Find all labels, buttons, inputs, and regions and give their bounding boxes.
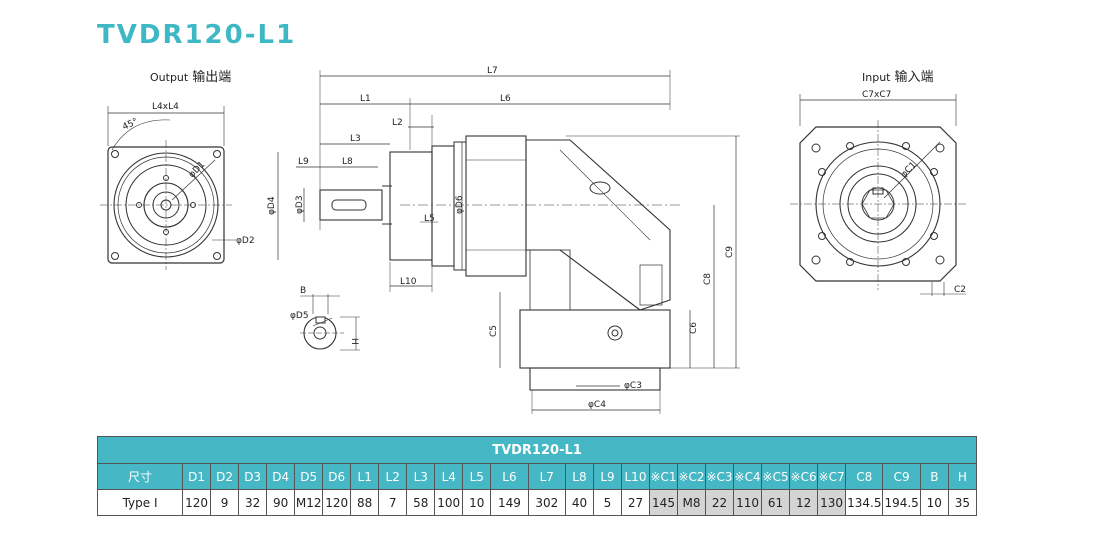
- table-cell: 58: [406, 489, 436, 516]
- dim-d3: φD3: [295, 195, 305, 214]
- table-cell: 134.5: [845, 489, 884, 516]
- table-cell: 40: [564, 489, 594, 516]
- dim-c2: C2: [954, 285, 966, 295]
- dim-l8: L8: [342, 157, 353, 167]
- dim-l1: L1: [360, 94, 371, 104]
- row-label: Type Ⅰ: [96, 489, 184, 516]
- column-header: 尺寸: [96, 463, 184, 490]
- column-header: L10: [620, 463, 651, 490]
- table-cell: 145: [648, 489, 679, 516]
- dim-l10: L10: [400, 277, 417, 287]
- table-title: TVDR120-L1: [97, 436, 977, 464]
- column-header: L7: [527, 463, 566, 490]
- table-cell: 35: [947, 489, 978, 516]
- dim-d6: φD6: [455, 195, 465, 214]
- column-header: L6: [490, 463, 529, 490]
- table-cell: 32: [238, 489, 268, 516]
- table-cell: 130: [817, 489, 847, 516]
- table-cell: 302: [527, 489, 566, 516]
- table-cell: 149: [490, 489, 529, 516]
- dim-d2: φD2: [236, 236, 255, 246]
- input-label-en: Input: [862, 71, 891, 84]
- column-header: L1: [350, 463, 380, 490]
- table-cell: 194.5: [882, 489, 921, 516]
- dim-l4xl4: L4xL4: [152, 102, 179, 112]
- output-view: L4xL4 45° φD1 φD2: [100, 102, 255, 270]
- table-cell: 110: [733, 489, 763, 516]
- column-header: ※C3: [705, 463, 735, 490]
- table-cell: 61: [761, 489, 791, 516]
- column-header: L8: [564, 463, 594, 490]
- column-header: ※C6: [789, 463, 819, 490]
- dim-c8: C8: [703, 273, 713, 285]
- column-header: D1: [182, 463, 212, 490]
- dim-l5: L5: [424, 214, 435, 224]
- dim-l3: L3: [350, 134, 361, 144]
- table-cell: 7: [378, 489, 408, 516]
- dim-c9: C9: [725, 246, 735, 258]
- table-cell: 27: [620, 489, 651, 516]
- technical-drawing: L4xL4 45° φD1 φD2 B φD5 H: [100, 66, 966, 414]
- input-view: C7xC7 φC1 C2: [790, 90, 966, 296]
- dim-45-angle: 45°: [121, 117, 140, 133]
- column-header: L4: [434, 463, 464, 490]
- dim-c6: C6: [689, 322, 699, 334]
- table-cell: 120: [182, 489, 212, 516]
- table-cell: 90: [266, 489, 296, 516]
- column-header: ※C1: [648, 463, 679, 490]
- dim-l7: L7: [487, 66, 498, 76]
- table-cell: 9: [210, 489, 240, 516]
- column-header: L5: [462, 463, 492, 490]
- column-header: L3: [406, 463, 436, 490]
- output-label-cn: 输出端: [192, 70, 232, 85]
- column-header: ※C5: [761, 463, 791, 490]
- dim-l2: L2: [392, 118, 403, 128]
- column-header: ※C7: [817, 463, 847, 490]
- dim-d5: φD5: [290, 311, 309, 321]
- dim-h: H: [349, 338, 359, 345]
- table-cell: 120: [322, 489, 352, 516]
- table-cell: 100: [434, 489, 464, 516]
- column-header: L9: [592, 463, 622, 490]
- table-cell: M12: [294, 489, 324, 516]
- dim-c4: φC4: [588, 400, 606, 410]
- table-cell: 22: [705, 489, 735, 516]
- table-cell: 10: [919, 489, 949, 516]
- table-cell: 12: [789, 489, 819, 516]
- dim-l6: L6: [500, 94, 511, 104]
- column-header: D2: [210, 463, 240, 490]
- page-title: TVDR120-L1: [97, 20, 297, 50]
- dim-c5: C5: [489, 325, 499, 337]
- key-section-view: B φD5 H: [290, 286, 360, 351]
- column-header: D6: [322, 463, 352, 490]
- column-header: D4: [266, 463, 296, 490]
- dim-c7xc7: C7xC7: [862, 90, 891, 100]
- column-header: C9: [882, 463, 921, 490]
- table-cell: 5: [592, 489, 622, 516]
- table-cell: 10: [462, 489, 492, 516]
- input-label-cn: 输入端: [894, 70, 934, 85]
- table-cell: 88: [350, 489, 380, 516]
- column-header: B: [919, 463, 949, 490]
- column-header: ※C2: [677, 463, 707, 490]
- column-header: C8: [845, 463, 884, 490]
- dim-b: B: [300, 286, 306, 296]
- dim-c3: φC3: [624, 381, 642, 391]
- column-header: D3: [238, 463, 268, 490]
- column-header: D5: [294, 463, 324, 490]
- dim-c1: φC1: [899, 160, 919, 180]
- output-label-en: Output: [150, 71, 189, 84]
- dim-d4: φD4: [267, 196, 277, 215]
- side-view: L7 L1 L6 L2 L3 L9 L8: [267, 66, 740, 414]
- column-header: L2: [378, 463, 408, 490]
- column-header: H: [947, 463, 978, 490]
- dim-l9: L9: [298, 157, 309, 167]
- column-header: ※C4: [733, 463, 763, 490]
- table-cell: M8: [677, 489, 707, 516]
